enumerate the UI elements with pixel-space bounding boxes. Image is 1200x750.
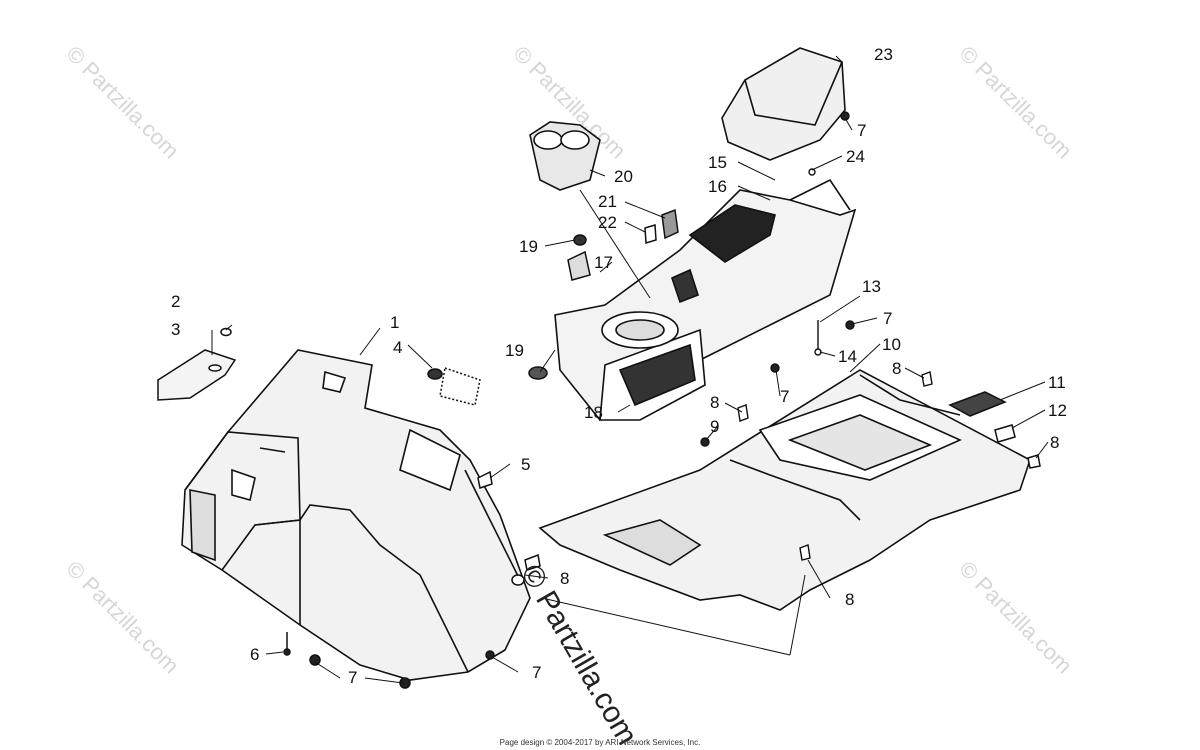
- cap-part: [220, 327, 232, 337]
- leader-lines: [211, 55, 1049, 684]
- switches-part: [528, 208, 679, 380]
- callout-22: 22: [598, 213, 617, 232]
- callout-7-console-right: 7: [883, 309, 892, 328]
- console-fasteners: [700, 111, 933, 561]
- callout-1: 1: [390, 313, 399, 332]
- callout-7-shroud-bottom: 7: [348, 668, 357, 687]
- mount-bracket-part: [157, 327, 237, 401]
- callout-14: 14: [838, 347, 857, 366]
- callout-3: 3: [171, 320, 180, 339]
- callouts: 1 2 3 4 5 6 7 7 7 7 7 8 8 8 8 8 9 10 11 …: [171, 45, 1067, 687]
- callout-13: 13: [862, 277, 881, 296]
- callout-8-console: 8: [710, 393, 719, 412]
- watermark-bottom-right: © Partzilla.com: [954, 556, 1077, 679]
- callout-15: 15: [708, 153, 727, 172]
- watermark-top-left: © Partzilla.com: [61, 41, 184, 164]
- center-console-part: [554, 178, 857, 422]
- callout-19-upper: 19: [519, 237, 538, 256]
- callout-21: 21: [598, 192, 617, 211]
- cup-holder-part: [529, 121, 601, 191]
- front-shroud-part: [181, 349, 531, 681]
- callout-8-shroud: 8: [560, 569, 569, 588]
- callout-18: 18: [584, 403, 603, 422]
- callout-8-floor-right: 8: [1050, 433, 1059, 452]
- callout-10: 10: [882, 335, 901, 354]
- callout-12: 12: [1048, 401, 1067, 420]
- floor-panel-part: [538, 369, 1031, 611]
- callout-5: 5: [521, 455, 530, 474]
- footer-copyright: Page design © 2004-2017 by ARI Network S…: [499, 738, 701, 747]
- callout-7-shroud-right: 7: [532, 663, 541, 682]
- callout-19-lower: 19: [505, 341, 524, 360]
- callout-9: 9: [710, 417, 719, 436]
- clips-shroud: [477, 470, 541, 660]
- callout-17: 17: [594, 253, 613, 272]
- callout-2: 2: [171, 292, 180, 311]
- callout-4: 4: [393, 338, 402, 357]
- callout-6: 6: [250, 645, 259, 664]
- callout-20: 20: [614, 167, 633, 186]
- callout-7-console-bottom: 7: [780, 387, 789, 406]
- callout-8-floor-top: 8: [892, 359, 901, 378]
- watermark-bottom-left: © Partzilla.com: [61, 556, 184, 679]
- callout-16: 16: [708, 177, 727, 196]
- plate-parts: [948, 391, 1041, 469]
- callout-8-floor-bottom: 8: [845, 590, 854, 609]
- grommet-part: [427, 367, 481, 406]
- callout-7-cover: 7: [857, 121, 866, 140]
- callout-23: 23: [874, 45, 893, 64]
- watermark-top-right: © Partzilla.com: [954, 41, 1077, 164]
- console-cover-part: [721, 47, 846, 161]
- callout-24: 24: [846, 147, 865, 166]
- watermark-center: © Partzilla.com: [514, 559, 644, 750]
- callout-11: 11: [1048, 373, 1066, 392]
